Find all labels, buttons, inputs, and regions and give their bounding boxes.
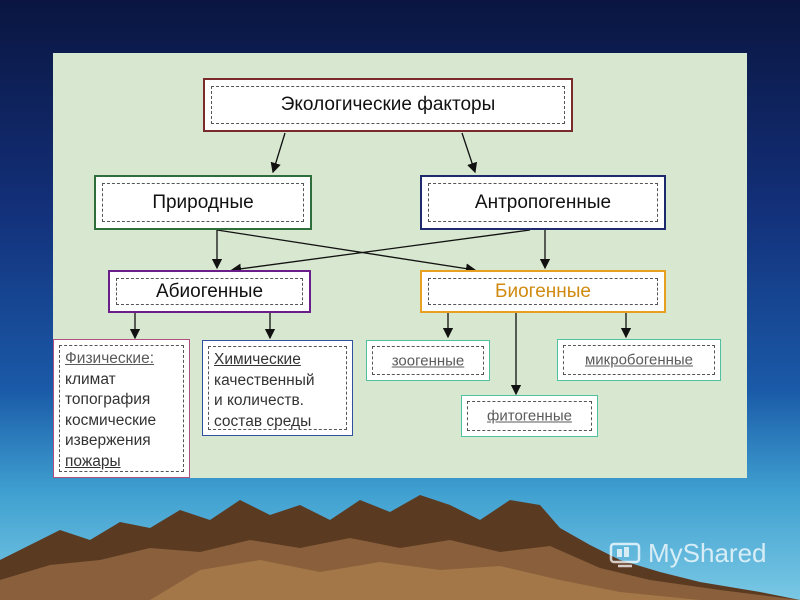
anthropogenic-node: Антропогенные: [420, 175, 666, 230]
chemical-item: Химические: [214, 351, 301, 368]
abiogenic-label: Абиогенные: [155, 280, 264, 302]
physical-node: Физические: климат топография космически…: [53, 339, 190, 478]
zoogenic-node: зоогенные: [366, 340, 490, 381]
physical-item: космические: [65, 411, 157, 429]
abiogenic-node: Абиогенные: [108, 270, 311, 313]
physical-item: топография: [65, 391, 151, 408]
microbogenic-label: микробогенные: [584, 351, 694, 369]
chemical-item: качественный: [214, 371, 315, 389]
biogenic-node: Биогенные: [420, 270, 666, 313]
physical-item: извержения: [65, 432, 151, 449]
zoogenic-label: зоогенные: [391, 352, 465, 369]
biogenic-label: Биогенные: [495, 280, 591, 302]
watermark-text: MyShared: [648, 537, 767, 568]
chemical-node: Химические качественный и количеств. сос…: [202, 340, 353, 436]
natural-label: Природные: [152, 191, 254, 213]
watermark: MyShared: [608, 536, 767, 570]
physical-title: Физические:: [65, 350, 155, 367]
physical-item: пожары: [65, 452, 121, 470]
chemical-item: состав среды: [214, 412, 312, 430]
natural-node: Природные: [94, 175, 312, 230]
phytogenic-label: фитогенные: [487, 407, 572, 425]
phytogenic-node: фитогенные: [461, 395, 598, 437]
chemical-item: и количеств.: [214, 392, 304, 409]
anthropogenic-label: Антропогенные: [474, 191, 612, 213]
root-label: Экологические факторы: [280, 94, 496, 115]
physical-item: климат: [65, 370, 116, 388]
myshared-logo-icon: [609, 542, 641, 568]
root-node: Экологические факторы: [203, 78, 573, 132]
microbogenic-node: микробогенные: [557, 339, 721, 381]
